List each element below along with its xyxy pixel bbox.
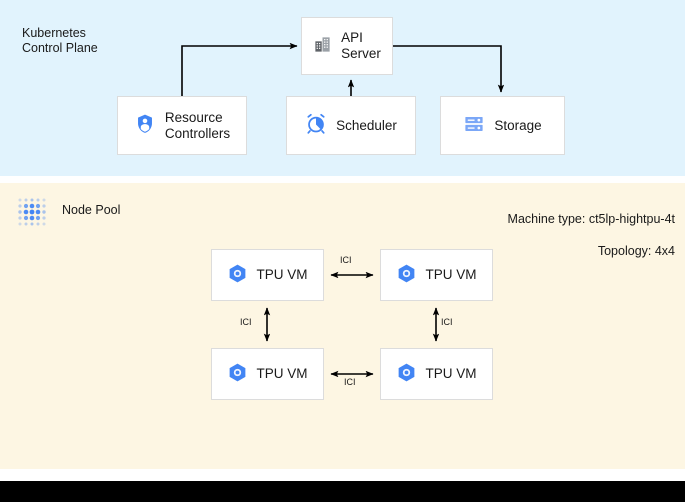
tpu-hexagon-icon — [227, 362, 248, 387]
storage-label: Storage — [494, 117, 542, 133]
ici-label-right: ICI — [441, 317, 453, 327]
tpu-vm-label: TPU VM — [256, 267, 308, 282]
tpu-vm-label: TPU VM — [256, 366, 308, 381]
api-server-label: API Server — [341, 30, 381, 61]
tpu-vm-box-3[interactable]: TPU VM — [211, 348, 324, 400]
tpu-hexagon-icon — [227, 263, 248, 288]
resource-controllers-box[interactable]: Resource Controllers — [117, 96, 247, 155]
tpu-vm-label: TPU VM — [425, 366, 477, 381]
tpu-vm-label: TPU VM — [425, 267, 477, 282]
resource-controllers-label: Resource Controllers — [164, 109, 231, 141]
tpu-hexagon-icon — [396, 263, 417, 288]
control-plane-title: Kubernetes Control Plane — [22, 26, 98, 55]
tpu-hexagon-icon — [396, 362, 417, 387]
building-icon — [313, 35, 332, 58]
tpu-vm-box-4[interactable]: TPU VM — [380, 348, 493, 400]
scheduler-label: Scheduler — [336, 117, 397, 133]
shield-person-icon — [134, 113, 156, 139]
machine-type-line: Machine type: ct5lp-hightpu-4t — [507, 212, 675, 226]
api-server-box[interactable]: API Server — [301, 17, 393, 75]
alarm-clock-icon — [305, 113, 327, 139]
tpu-vm-box-2[interactable]: TPU VM — [380, 249, 493, 301]
bottom-bar — [0, 481, 685, 502]
node-pool-title: Node Pool — [62, 203, 121, 217]
dot-grid-icon — [14, 194, 50, 235]
topology-line: Topology: 4x4 — [597, 244, 675, 258]
storage-box[interactable]: Storage — [440, 96, 565, 155]
server-rack-icon — [463, 113, 485, 139]
scheduler-box[interactable]: Scheduler — [286, 96, 416, 155]
ici-label-top: ICI — [340, 255, 352, 265]
ici-label-left: ICI — [240, 317, 252, 327]
ici-label-bottom: ICI — [344, 377, 356, 387]
machine-metadata: Machine type: ct5lp-hightpu-4t Topology:… — [508, 195, 675, 275]
node-pool-panel — [0, 183, 685, 469]
tpu-vm-box-1[interactable]: TPU VM — [211, 249, 324, 301]
